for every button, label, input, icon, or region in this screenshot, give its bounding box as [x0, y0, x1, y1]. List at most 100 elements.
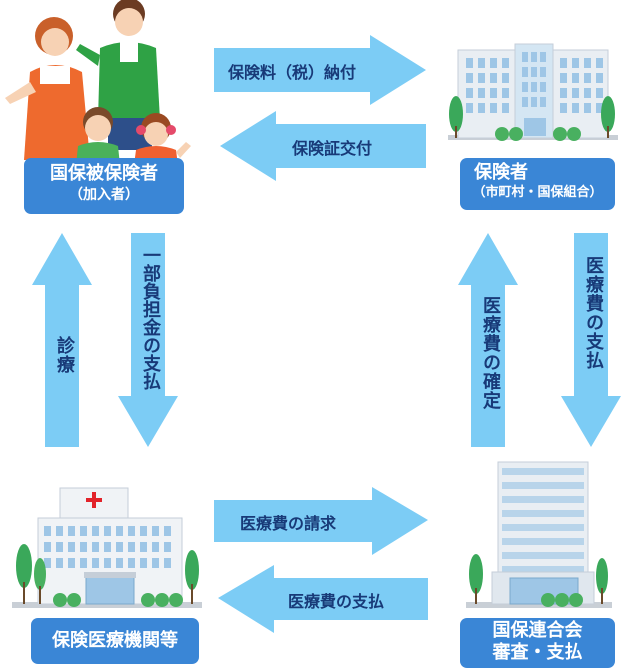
node-insured-title: 国保被保険者	[50, 163, 158, 184]
arrow-pay-insurer-down	[561, 233, 621, 447]
window	[68, 526, 75, 536]
window-band	[502, 510, 584, 517]
arrow-payment-to-medical	[218, 565, 428, 633]
arrow-bill-confirm-up	[458, 233, 518, 447]
window	[540, 97, 546, 107]
window	[478, 73, 485, 83]
window	[596, 73, 603, 83]
window	[560, 103, 567, 113]
window	[522, 97, 528, 107]
window	[531, 67, 537, 77]
window	[140, 558, 147, 568]
window	[502, 103, 509, 113]
window-band	[502, 496, 584, 503]
municipal-building-icon	[448, 43, 618, 141]
family-illustration	[5, 0, 191, 165]
window	[502, 73, 509, 83]
window	[584, 88, 591, 98]
window	[68, 558, 75, 568]
label-bill-confirm: 医療費の確定	[480, 296, 501, 410]
window	[540, 52, 546, 62]
window	[502, 88, 509, 98]
node-insured-sub: （加入者）	[69, 186, 139, 203]
window	[80, 526, 87, 536]
window	[560, 73, 567, 83]
window	[152, 542, 159, 552]
window-band	[502, 552, 584, 559]
label-pay-medical: 医療費の支払	[288, 592, 385, 611]
window	[490, 103, 497, 113]
window	[116, 558, 123, 568]
window	[92, 542, 99, 552]
arrow-consult-up	[32, 233, 92, 447]
window	[478, 58, 485, 68]
window-band	[502, 524, 584, 531]
window	[44, 558, 51, 568]
window	[128, 526, 135, 536]
window	[104, 558, 111, 568]
window	[522, 82, 528, 92]
node-medical-title: 保険医療機関等	[52, 630, 178, 651]
node-insurer: 保険者 （市町村・国保組合）	[460, 158, 615, 210]
window	[522, 52, 528, 62]
window	[596, 103, 603, 113]
window	[152, 526, 159, 536]
arrow-claim-to-federation	[214, 487, 428, 555]
window	[572, 73, 579, 83]
window	[80, 542, 87, 552]
window-band	[502, 468, 584, 475]
window-band	[502, 482, 584, 489]
window	[92, 558, 99, 568]
window	[80, 558, 87, 568]
window	[572, 103, 579, 113]
window	[44, 526, 51, 536]
window	[478, 88, 485, 98]
window	[490, 88, 497, 98]
arrow-copay-down	[118, 233, 178, 447]
arrow-card-to-insured	[220, 111, 426, 181]
window	[56, 558, 63, 568]
window	[478, 103, 485, 113]
window	[522, 67, 528, 77]
window	[540, 82, 546, 92]
window	[502, 58, 509, 68]
window	[164, 558, 171, 568]
window	[128, 542, 135, 552]
window	[56, 542, 63, 552]
node-federation-title: 国保連合会	[492, 620, 583, 641]
label-premium: 保険料（税）納付	[228, 63, 357, 82]
window	[128, 558, 135, 568]
window	[68, 542, 75, 552]
window	[596, 88, 603, 98]
node-insurer-sub: （市町村・国保組合）	[472, 184, 603, 200]
node-insurer-title: 保険者	[474, 162, 528, 183]
window	[466, 73, 473, 83]
window	[490, 73, 497, 83]
window-band	[502, 538, 584, 545]
window	[104, 542, 111, 552]
window	[572, 88, 579, 98]
window	[92, 526, 99, 536]
window	[531, 82, 537, 92]
window	[56, 526, 63, 536]
label-pay-insurer: 医療費の支払	[583, 256, 604, 370]
window	[466, 58, 473, 68]
window	[104, 526, 111, 536]
window	[44, 542, 51, 552]
window	[584, 103, 591, 113]
window	[531, 52, 537, 62]
window	[560, 88, 567, 98]
label-claim: 医療費の請求	[240, 514, 337, 533]
window	[560, 58, 567, 68]
label-card: 保険証交付	[292, 139, 373, 158]
node-federation: 国保連合会 審査・支払	[460, 618, 615, 668]
node-medical: 保険医療機関等	[31, 618, 199, 664]
window	[466, 88, 473, 98]
window	[116, 542, 123, 552]
window	[572, 58, 579, 68]
window	[584, 58, 591, 68]
hospital-icon	[12, 487, 202, 608]
window	[140, 542, 147, 552]
window	[596, 58, 603, 68]
window	[140, 526, 147, 536]
